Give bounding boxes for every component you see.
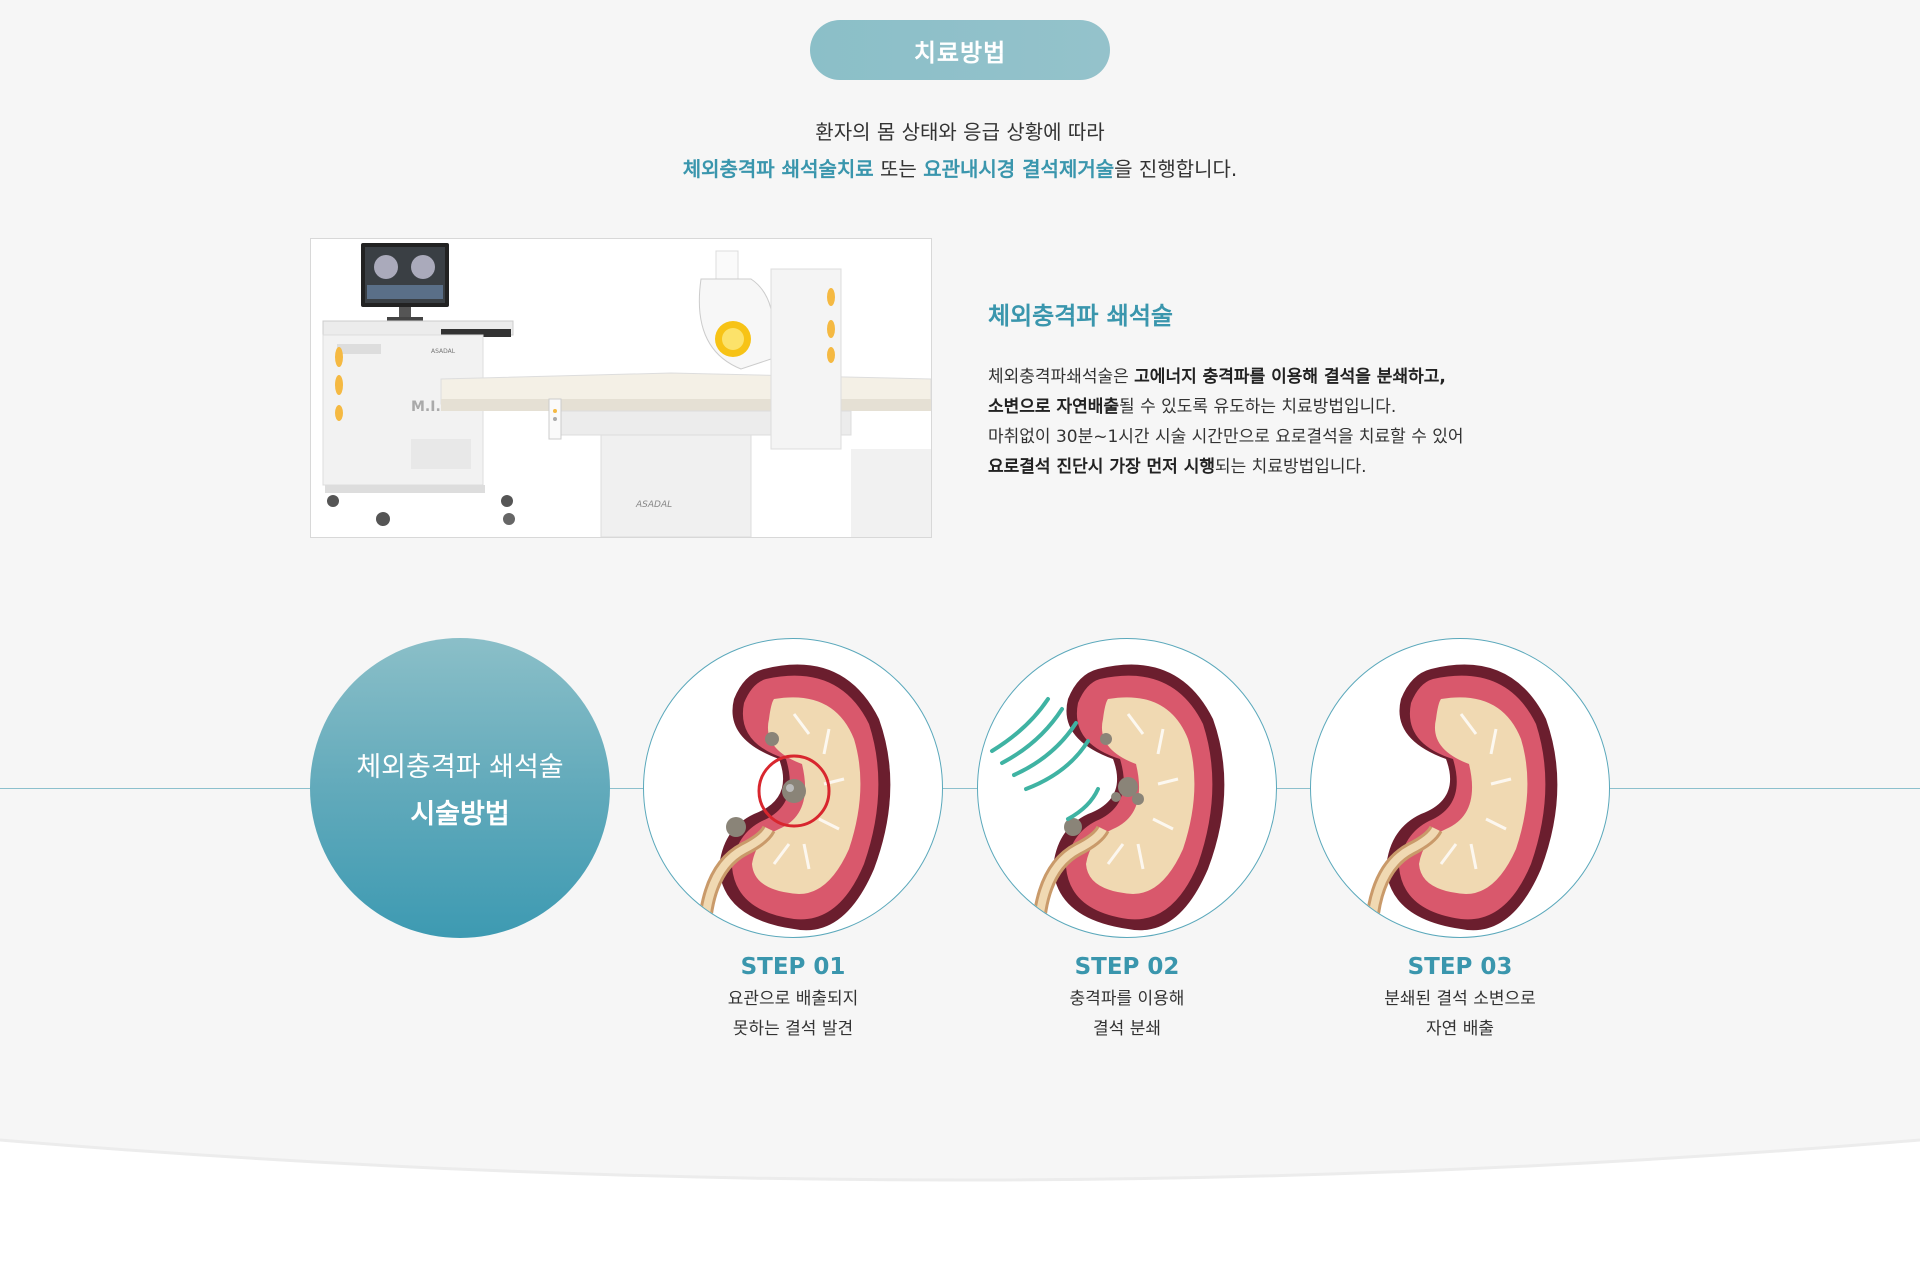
device-model-text: ASADAL	[635, 500, 672, 510]
desc-line-4: 요로결석 진단시 가장 먼저 시행되는 치료방법입니다.	[988, 457, 1367, 477]
intro-line-1: 환자의 몸 상태와 응급 상황에 따라	[815, 120, 1105, 144]
bottom-curve-divider	[0, 1138, 1920, 1280]
procedure-title-circle: 체외충격파 쇄석술 시술방법	[310, 638, 610, 938]
intro-connector: 또는	[873, 157, 924, 181]
step-2-label: STEP 02	[1074, 954, 1180, 980]
kidney-illustration-step-1	[643, 638, 943, 938]
intro-highlight-urs: 요관내시경 결석제거술	[923, 157, 1115, 181]
step-2-description: 충격파를 이용해 결석 분쇄	[1069, 989, 1185, 1039]
kidney-illustration-step-2	[977, 638, 1277, 938]
section-title-pill: 치료방법	[810, 20, 1110, 80]
desc-line-2: 소변으로 자연배출될 수 있도록 유도하는 치료방법입니다.	[988, 397, 1397, 417]
step-3-description: 분쇄된 결석 소변으로 자연 배출	[1384, 989, 1536, 1039]
step-3-label: STEP 03	[1407, 954, 1513, 980]
eswl-title: 체외충격파 쇄석술	[988, 302, 1173, 330]
intro-highlight-eswl: 체외충격파 쇄석술치료	[682, 157, 874, 181]
step-3: STEP 03 분쇄된 결석 소변으로 자연 배출	[1310, 638, 1610, 1044]
intro-ending: 을 진행합니다.	[1114, 157, 1238, 181]
eswl-description: 체외충격파쇄석술은 고에너지 충격파를 이용해 결석을 분쇄하고, 소변으로 자…	[988, 362, 1548, 482]
intro-line-2: 체외충격파 쇄석술치료 또는 요관내시경 결석제거술을 진행합니다.	[0, 153, 1920, 182]
svg-text:ASADAL: ASADAL	[431, 348, 456, 355]
procedure-title-line-1: 체외충격파 쇄석술	[356, 752, 564, 783]
desc-line-3: 마취없이 30분~1시간 시술 시간만으로 요로결석을 치료할 수 있어	[988, 427, 1464, 447]
step-1-description: 요관으로 배출되지 못하는 결석 발견	[727, 989, 859, 1039]
lithotripter-device-image: ASADAL M.I.Tech ASADAL	[310, 238, 932, 538]
step-2: STEP 02 충격파를 이용해 결석 분쇄	[977, 638, 1277, 1044]
step-1-label: STEP 01	[740, 954, 846, 980]
step-1: STEP 01 요관으로 배출되지 못하는 결석 발견	[643, 638, 943, 1044]
timeline-line	[0, 788, 1920, 789]
desc-line-1: 체외충격파쇄석술은 고에너지 충격파를 이용해 결석을 분쇄하고,	[988, 367, 1446, 387]
kidney-illustration-step-3	[1310, 638, 1610, 938]
procedure-title-line-2: 시술방법	[410, 799, 510, 830]
